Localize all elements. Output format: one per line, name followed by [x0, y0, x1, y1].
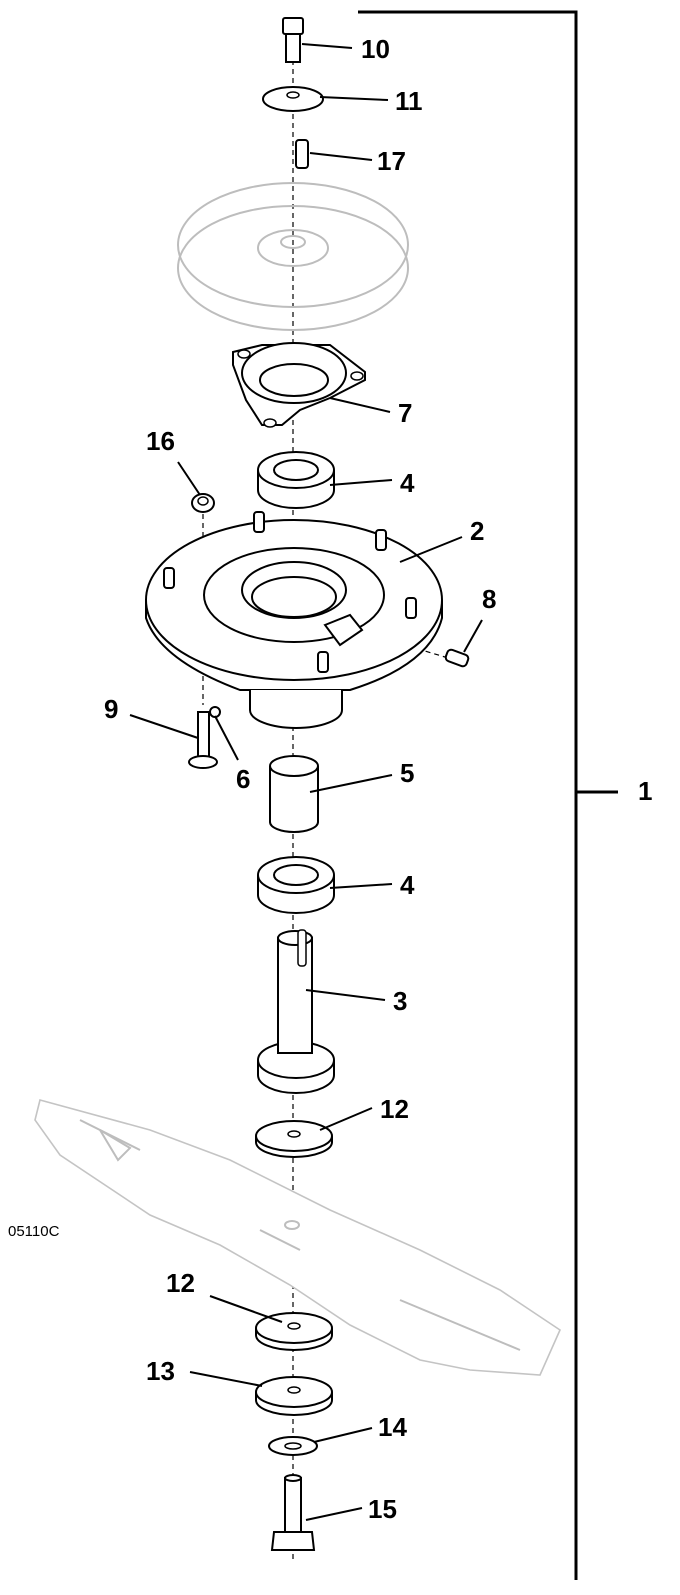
callout-4-lower: 4: [400, 870, 415, 900]
leader-lines: [129, 43, 483, 1521]
bearing-4-lower: [257, 856, 335, 914]
spacer-5: [269, 755, 319, 833]
callout-16: 16: [146, 426, 175, 456]
bolt-9: [188, 711, 218, 769]
washer-12-upper: [255, 1120, 333, 1158]
pulley-ghost: [177, 182, 409, 331]
housing-2: [145, 511, 443, 729]
callout-5: 5: [400, 758, 414, 788]
callout-3: 3: [393, 986, 407, 1016]
bolt-15: [270, 1474, 316, 1551]
bolt-10: [282, 17, 304, 63]
callout-15: 15: [368, 1494, 397, 1524]
washer-12-lower: [255, 1312, 333, 1351]
blade-ghost: [34, 1099, 562, 1376]
bearing-4-upper: [257, 451, 335, 509]
grease-fitting-8: [444, 648, 470, 668]
ball-6: [209, 706, 221, 718]
callout-4-upper: 4: [400, 468, 415, 498]
idler-bracket-7: [232, 342, 366, 428]
key-17: [295, 139, 309, 169]
callout-13: 13: [146, 1356, 175, 1386]
callout-labels: 10 11 17 7 16 4 2 8 9 6 5 1 4 3 12 12 13…: [104, 34, 652, 1524]
figure-id: 05110C: [8, 1223, 60, 1240]
callout-8: 8: [482, 584, 496, 614]
callout-12-upper: 12: [380, 1094, 409, 1124]
callout-9: 9: [104, 694, 118, 724]
assembly-bracket: [358, 10, 578, 1580]
callout-10: 10: [361, 34, 390, 64]
callout-14: 14: [378, 1412, 407, 1442]
washer-13: [255, 1376, 333, 1416]
callout-17: 17: [377, 146, 406, 176]
callout-6: 6: [236, 764, 250, 794]
lock-washer-14: [268, 1436, 318, 1456]
callout-2: 2: [470, 516, 484, 546]
shaft-3: [257, 929, 335, 1094]
washer-11: [262, 86, 324, 112]
callout-12-lower: 12: [166, 1268, 195, 1298]
callout-1: 1: [638, 776, 652, 806]
callout-7: 7: [398, 398, 412, 428]
callout-11: 11: [395, 86, 423, 116]
nut-16: [191, 493, 215, 513]
